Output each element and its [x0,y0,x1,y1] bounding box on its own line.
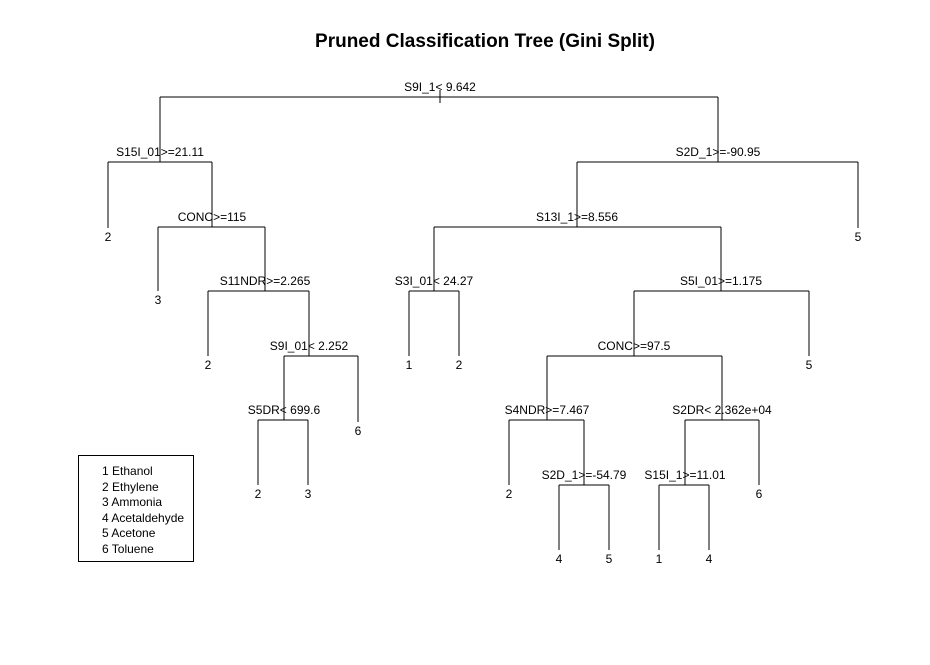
split-label-n6: S11NDR>=2.265 [220,274,311,288]
leaf-label-L4: 2 [205,358,212,372]
class-legend: 1 Ethanol 2 Ethylene 3 Ammonia 4 Acetald… [78,455,194,562]
split-label-n11: S5DR< 699.6 [248,403,321,417]
leaf-label-L7: 5 [806,358,813,372]
legend-item-4: 4 Acetaldehyde [102,511,185,525]
legend-item-6: 6 Toluene [102,542,154,556]
split-label-n7: S3I_01< 24.27 [395,274,474,288]
leaf-label-L15: 1 [656,552,663,566]
tree-edges [107,90,859,550]
leaf-label-L6: 2 [456,358,463,372]
leaf-label-L11: 2 [506,487,513,501]
split-label-n5: S13I_1>=8.556 [536,210,618,224]
leaf-label-L2: 5 [855,230,862,244]
figure-title: Pruned Classification Tree (Gini Split) [315,31,655,52]
leaf-label-L14: 5 [606,552,613,566]
split-label-n8: S5I_01>=1.175 [680,274,762,288]
split-label-n2: S15I_01>=21.11 [116,145,204,159]
split-label-n10: CONC>=97.5 [598,339,671,353]
split-label-n15: S15I_1>=11.01 [644,468,726,482]
split-label-n4: CONC>=115 [178,210,247,224]
leaf-label-L10: 3 [305,487,312,501]
legend-item-2: 2 Ethylene [102,480,159,494]
leaf-label-L9: 2 [255,487,262,501]
legend-item-5: 5 Acetone [102,526,156,540]
split-label-n1: S9I_1< 9.642 [404,80,476,94]
leaf-label-L8: 6 [355,424,362,438]
leaf-label-L16: 4 [706,552,713,566]
leaf-label-L3: 3 [155,293,162,307]
leaf-label-L5: 1 [406,358,413,372]
split-label-n14: S2D_1>=-54.79 [542,468,627,482]
leaf-label-L12: 6 [756,487,763,501]
leaf-label-L1: 2 [105,230,112,244]
split-label-n9: S9I_01< 2.252 [270,339,349,353]
legend-item-3: 3 Ammonia [102,495,163,509]
split-label-n13: S2DR< 2.362e+04 [672,403,772,417]
split-label-n12: S4NDR>=7.467 [505,403,590,417]
split-label-n3: S2D_1>=-90.95 [676,145,761,159]
legend-item-1: 1 Ethanol [102,464,153,478]
leaf-label-L13: 4 [556,552,563,566]
